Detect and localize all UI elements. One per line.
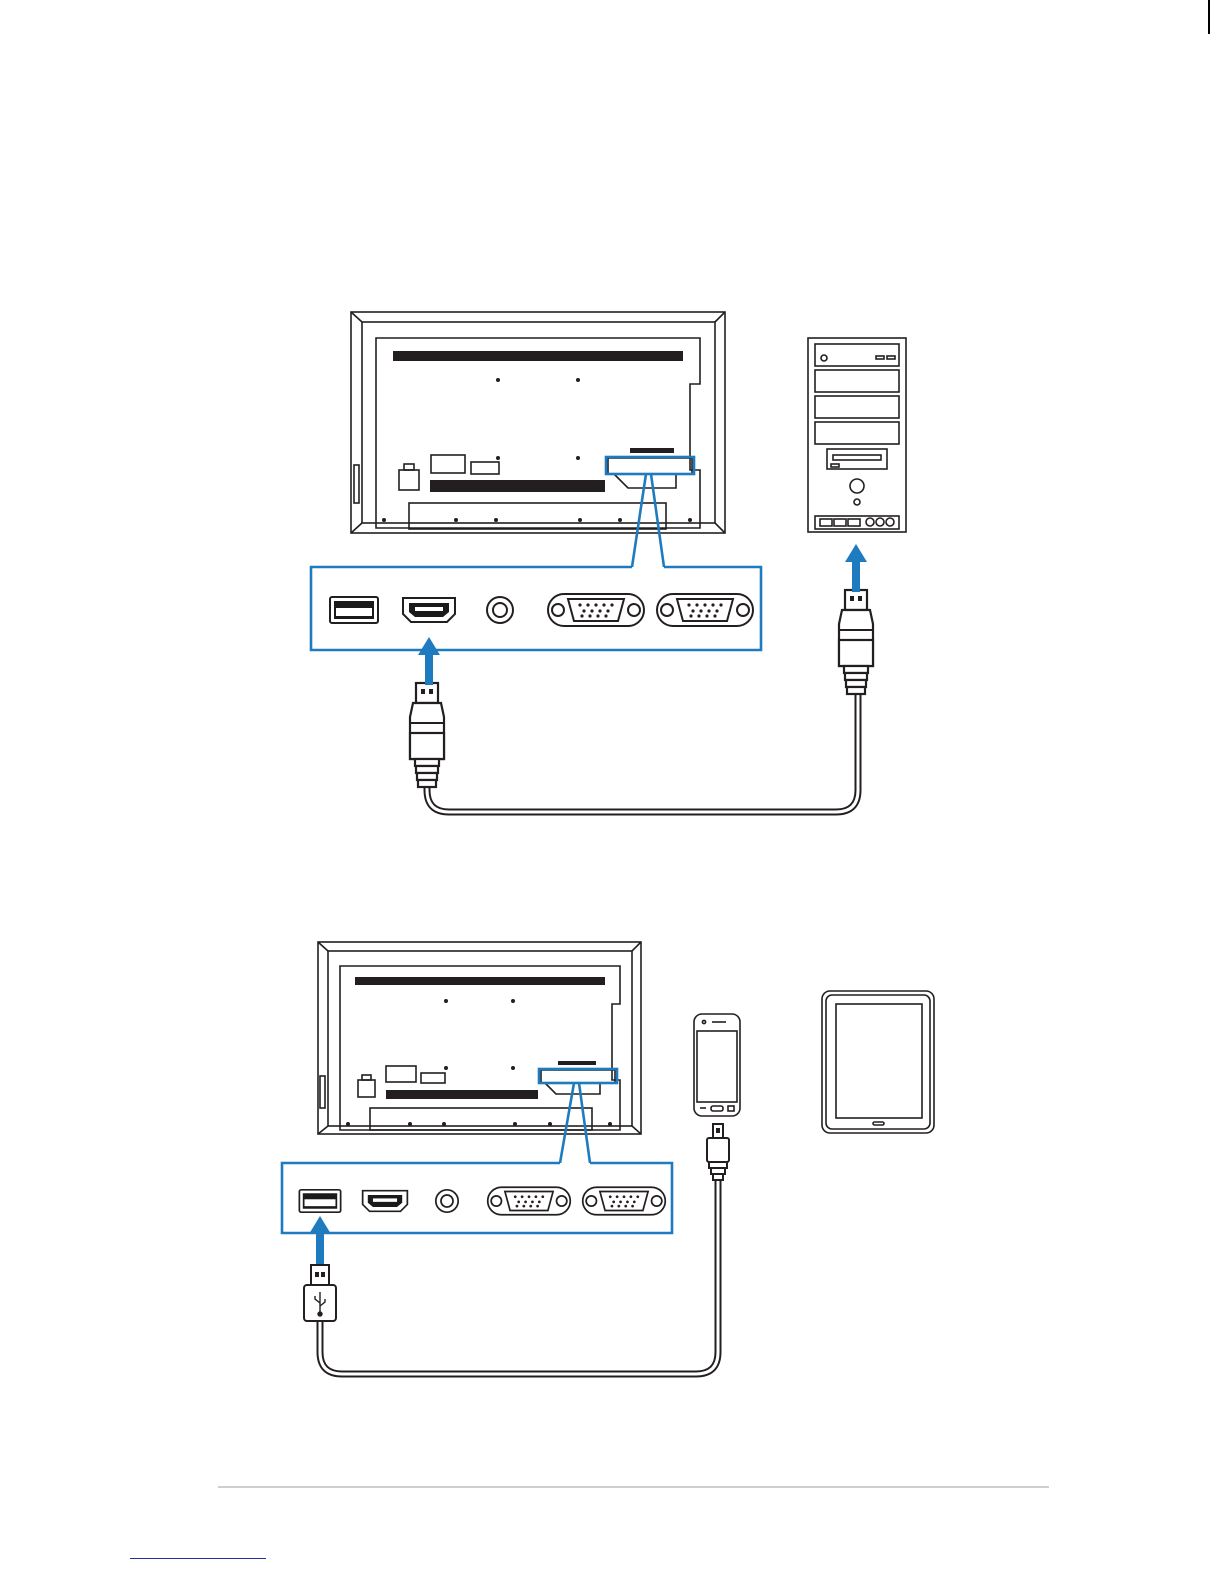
diagram-computer-connection [311, 312, 906, 812]
usb-a-plug [304, 1265, 336, 1321]
hdmi-port [403, 598, 455, 622]
diagram-mobile-connection [282, 942, 934, 1374]
vga-port [583, 1187, 666, 1215]
audio-jack [436, 1190, 458, 1212]
tablet-icon [822, 991, 934, 1133]
usb-port [299, 1190, 340, 1212]
monitor-rear-view [351, 312, 725, 533]
monitor-rear-view [318, 942, 641, 1134]
usb-port [330, 597, 378, 623]
desktop-computer-icon [808, 338, 906, 532]
vga-port [488, 1187, 571, 1215]
displayport-plug [410, 683, 444, 787]
smartphone-icon [694, 1014, 740, 1116]
displayport-plug [839, 590, 873, 694]
displayport-cable [427, 690, 858, 812]
micro-usb-plug [707, 1124, 729, 1180]
vga-port [548, 594, 644, 626]
vga-port [657, 594, 753, 626]
audio-jack [487, 597, 513, 623]
arrow-up-icon [845, 544, 867, 592]
hdmi-port [363, 1191, 408, 1212]
